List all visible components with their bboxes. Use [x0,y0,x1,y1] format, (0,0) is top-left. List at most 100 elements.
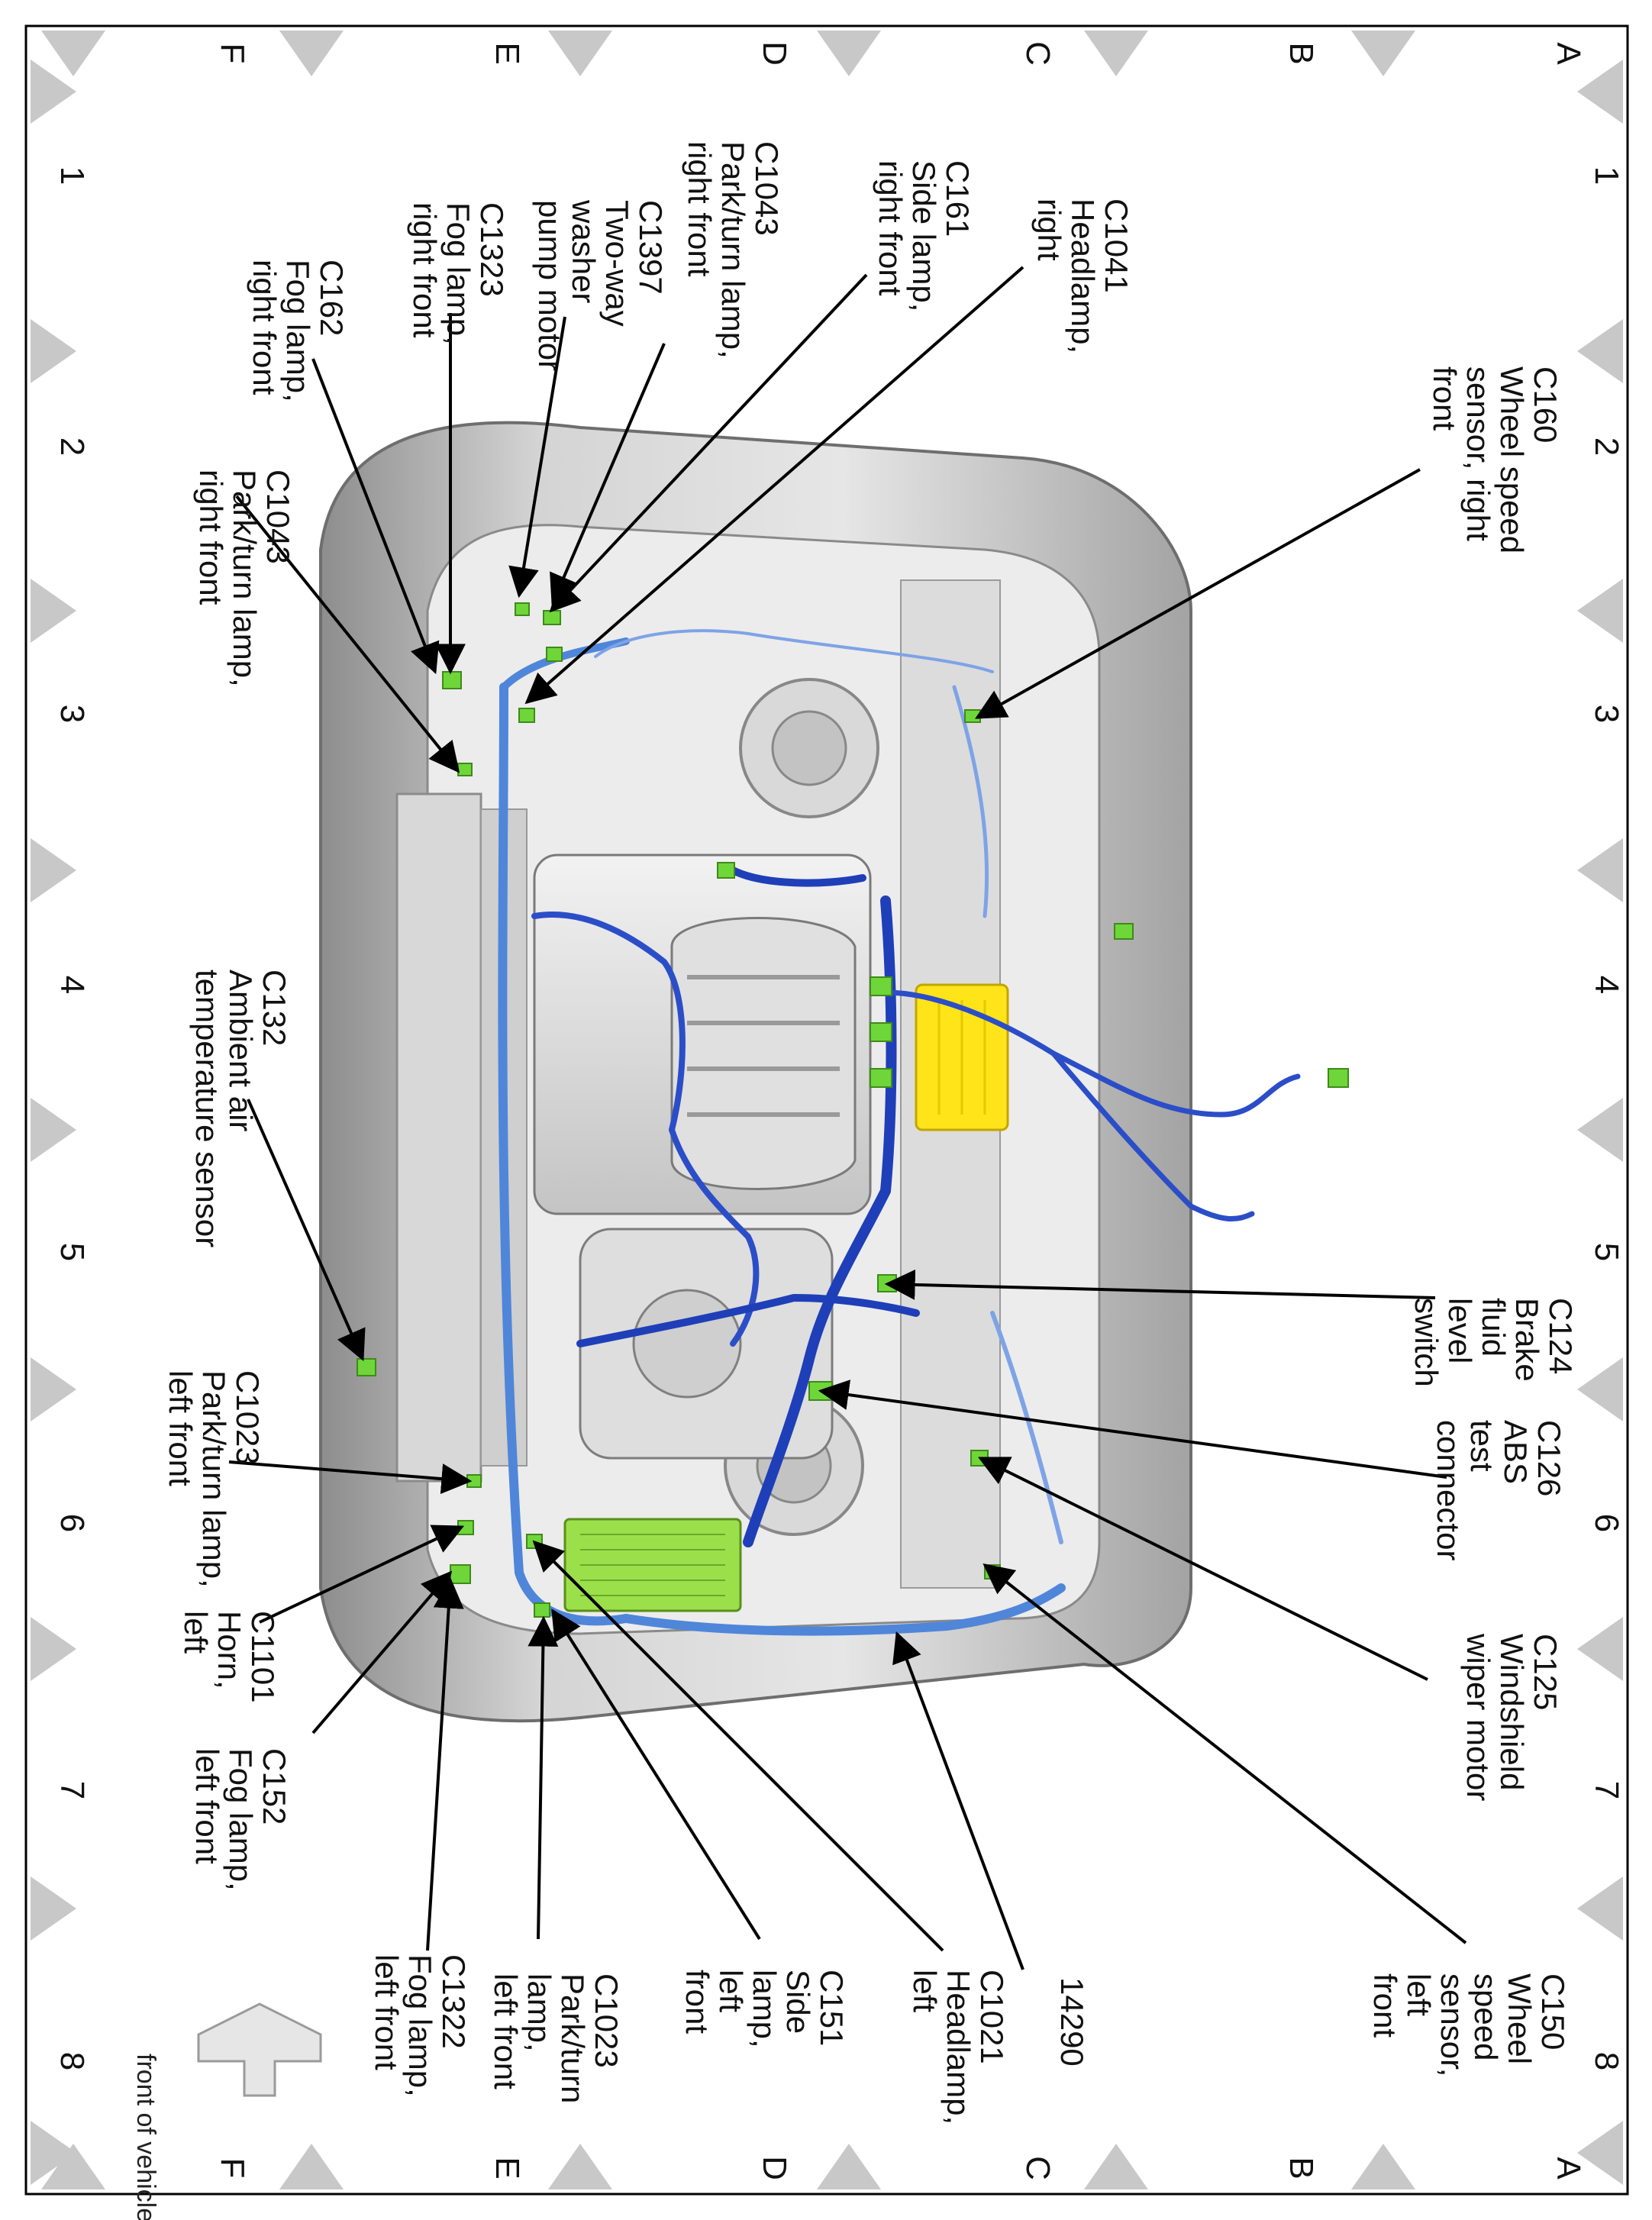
grid-marker [1351,2144,1415,2189]
leader-line [884,1269,1436,1300]
callout-text: Headlamp, [1065,198,1101,353]
leader-line [550,343,666,606]
grid-marker [31,1098,76,1162]
grid-marker [1577,579,1623,643]
front-of-vehicle-label: front of vehicle [131,2054,160,2220]
leader-line [818,1379,1447,1479]
grid-row-label: B [1283,2157,1320,2179]
grid-row-label: A [1550,2157,1587,2180]
grid-row-label: F [214,2158,251,2179]
grid-column-label: 4 [53,976,91,994]
callout-text: test [1464,1420,1500,1472]
callout-text: left [178,1611,214,1654]
arrow-left-icon [197,2002,322,2097]
grid-row-label: D [756,2156,793,2180]
leader-lines [228,266,1467,1970]
callout-text: left front [163,1370,198,1486]
callout-text: C1323 [474,202,510,297]
leader-line [235,495,460,773]
callout-text: connector [1431,1420,1466,1560]
grid-marker [31,1876,76,1941]
callout-text: pump motor [532,200,568,371]
grid-marker [1577,1098,1623,1162]
callout-text: C152 [257,1748,292,1825]
grid-column-label: 7 [53,1781,91,1799]
grid-row-label: A [1550,42,1587,65]
callout-text: Brake [1509,1298,1545,1382]
grid-marker [1577,2121,1623,2185]
callout-text: C160 [1528,366,1563,443]
grid-column-label: 7 [1588,1781,1625,1799]
callout-text: Park/turn [555,1973,591,2103]
grid-column-label: 4 [1588,976,1625,994]
callout-text: Headlamp, [941,1970,976,2125]
grid-column-label: 1 [1588,166,1625,185]
callout-text: C1101 [245,1611,281,1703]
callout-text: Side [780,1970,816,2034]
callout-text: C1043 [260,469,296,564]
callout-text: C1397 [633,200,669,295]
callout-text: lamp, [747,1970,782,2048]
grid-column-label: 8 [1588,2052,1625,2070]
leader-line [311,358,440,675]
grid-marker [1577,60,1623,124]
callout-text: C151 [814,1970,850,2046]
callout-text: fluid [1476,1298,1512,1357]
callout-text: left [1401,1973,1437,2016]
grid-marker [41,31,105,76]
grid-marker [31,2121,76,2185]
callout-text: front [679,1970,715,2034]
callout-text: right front [247,260,282,395]
grid-markers [31,31,1623,2189]
callout-text: C1023 [230,1370,266,1465]
leader-line [247,1099,366,1362]
callout-text: left front [369,1954,405,2070]
leader-line [532,1540,944,1952]
grid-marker [31,1617,76,1681]
grid-column-label: 2 [1588,437,1625,456]
callout-text: left front [189,1748,225,1864]
grid-marker [31,319,76,383]
grid-marker [279,31,344,76]
callout-text: Ambient air [223,970,259,1131]
front-of-vehicle-indicator: front of vehicle [131,2002,322,2220]
callout-text: temperature sensor [189,970,225,1247]
leader-line [892,1631,1024,1970]
callout-text: left front [488,1973,524,2089]
callout-text: C1043 [749,141,785,236]
grid-marker [41,2144,105,2189]
callout-text: Windshield [1494,1634,1530,1790]
grid-column-label: 3 [1588,705,1625,723]
callout-text: washer [566,199,602,303]
callout-text: C125 [1528,1634,1563,1710]
leader-line [508,316,566,599]
grid-column-label: 5 [53,1243,91,1261]
leader-line [551,1609,761,1941]
leader-line [982,1563,1467,1944]
callout-h14290: 14290 [1054,1977,1090,2067]
grid-marker [1084,2144,1148,2189]
grid-marker [1577,1617,1623,1681]
intake-manifold [670,917,857,1190]
callout-text: C1021 [974,1970,1010,2064]
leader-line [975,468,1421,719]
grid-row-label: F [214,44,251,64]
callout-text: 14290 [1054,1977,1090,2067]
vehicle-illustration [319,421,1349,1723]
callout-text: front [1427,366,1463,431]
page-frame [24,24,1629,2196]
grid-column-label: 5 [1588,1243,1625,1261]
callout-text: C1023 [589,1973,624,2068]
leader-line [259,1525,465,1624]
